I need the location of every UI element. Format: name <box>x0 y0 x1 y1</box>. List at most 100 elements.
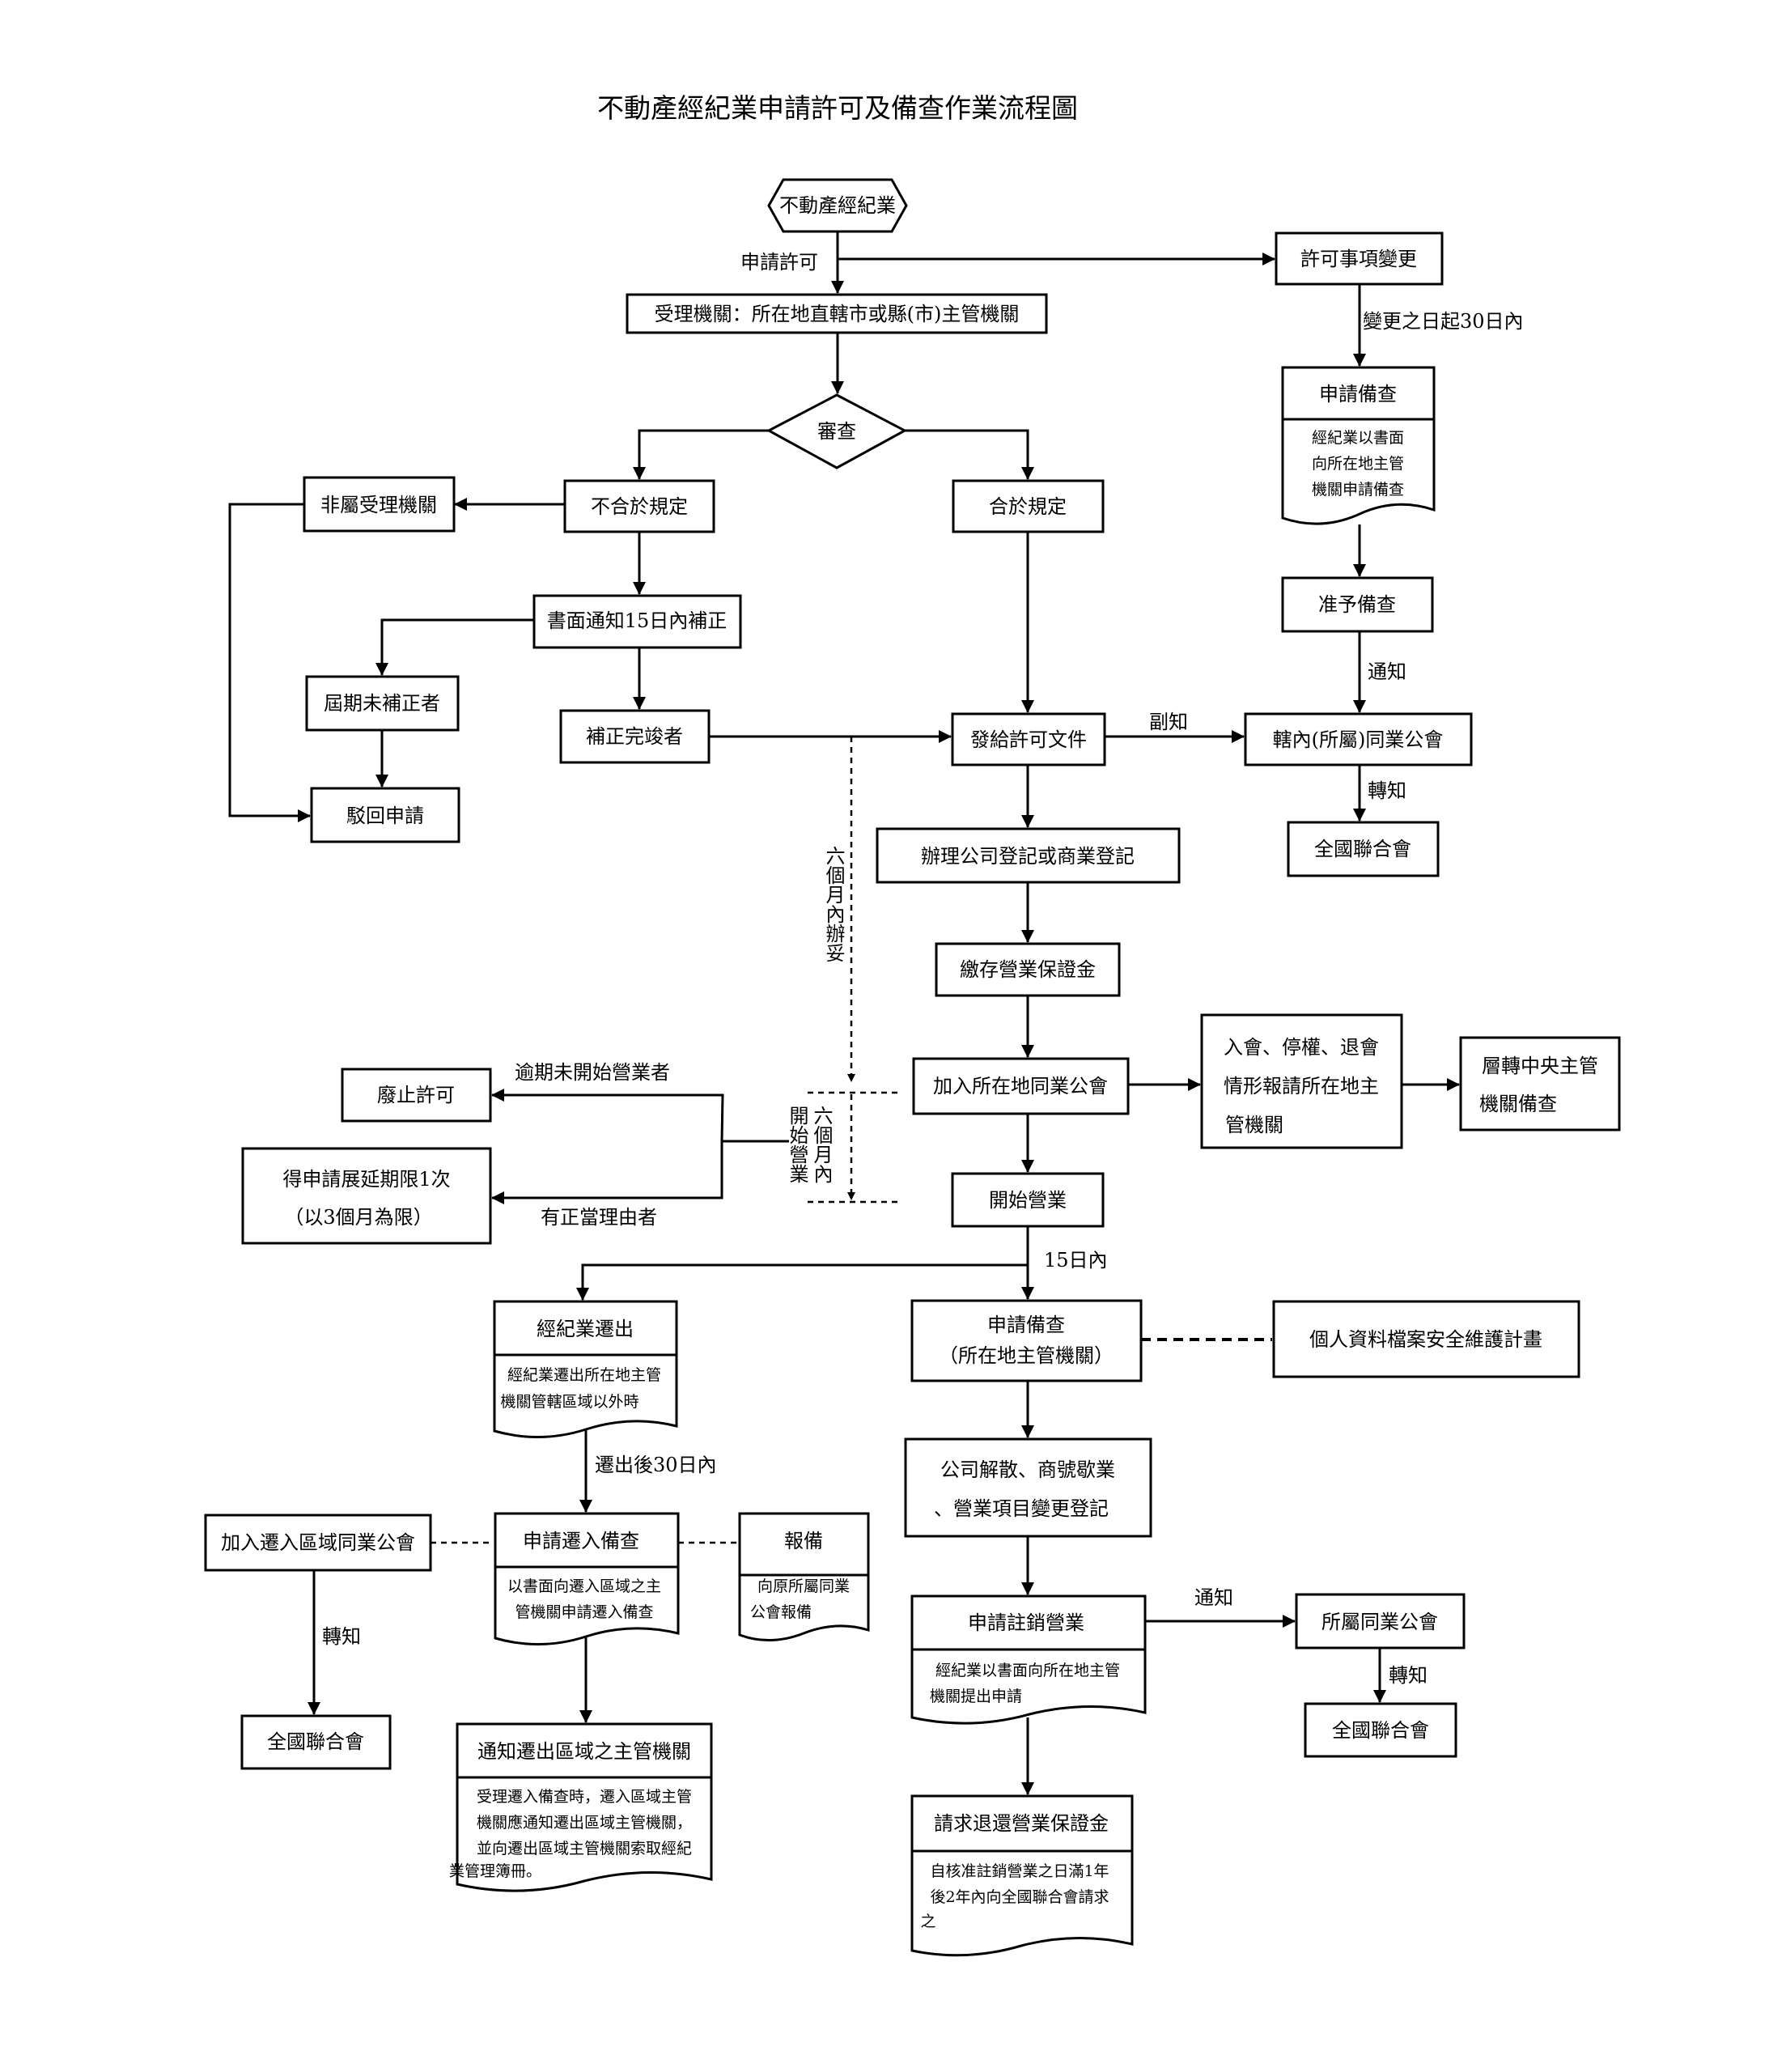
edge-label-forward-a: 轉知 <box>1368 779 1406 802</box>
refund-deposit-note-1: 自核准註銷營業之日滿1年 <box>930 1862 1109 1880</box>
cancel-business-note-2: 機關提出申請 <box>930 1688 1022 1705</box>
relocate-note-1: 經紀業遷出所在地主管 <box>507 1366 661 1384</box>
join-assoc-box: 加入所在地同業公會 <box>912 1057 1130 1115</box>
member-assoc-label: 所屬同業公會 <box>1321 1611 1438 1633</box>
report-label: 報備 <box>784 1530 823 1552</box>
revoke-label: 廢止許可 <box>377 1084 455 1106</box>
approve-filing-label: 准予備查 <box>1318 593 1396 616</box>
non-agency-box: 非屬受理機關 <box>303 476 456 533</box>
edge-label-six-months-b-2: 開始營業 <box>786 1106 808 1183</box>
cancel-business-note-1: 經紀業以書面向所在地主管 <box>935 1662 1120 1679</box>
review-label: 審查 <box>817 420 856 443</box>
join-new-assoc-box: 加入遷入區域同業公會 <box>204 1514 432 1572</box>
national-label-3: 全國聯合會 <box>1332 1719 1429 1742</box>
overdue-fix-label: 屆期未補正者 <box>324 692 440 715</box>
edge-label-forward-c: 轉知 <box>1389 1664 1428 1687</box>
national-label-2: 全國聯合會 <box>267 1730 364 1753</box>
notify-origin-note-3: 並向遷出區域主管機關索取經紀 <box>477 1840 692 1858</box>
apply-filing-1-note-2: 向所在地主管 <box>1312 455 1404 473</box>
fixed-box: 補正完竣者 <box>559 709 711 764</box>
national-box-3: 全國聯合會 <box>1304 1702 1457 1758</box>
agency-box: 受理機關：所在地直轄市或縣(市)主管機關 <box>626 293 1048 334</box>
issue-doc-label: 發給許可文件 <box>970 728 1087 751</box>
apply-filing-1-doc: 申請備查 經紀業以書面 向所在地主管 機關申請備查 <box>1281 366 1436 525</box>
start-node: 不動產經紀業 <box>767 178 908 233</box>
report-note-1: 向原所屬同業 <box>757 1577 850 1595</box>
refund-deposit-doc: 請求退還營業保證金 自核准註銷營業之日滿1年 後2年內向全國聯合會請求 之 <box>910 1794 1134 1957</box>
apply-filing-2-box: 申請備查 （所在地主管機關） <box>910 1299 1143 1382</box>
report-doc: 報備 向原所屬同業 公會報備 <box>738 1512 870 1641</box>
local-assoc-label: 轄內(所屬)同業公會 <box>1273 728 1444 751</box>
edge-label-forward-b: 轉知 <box>322 1625 361 1648</box>
notify-origin-note-2: 機關應通知遷出區域主管機關， <box>477 1813 692 1832</box>
refund-deposit-note-2: 後2年內向全國聯合會請求 <box>930 1888 1109 1906</box>
membership-report-line-1: 入會、停權、退會 <box>1224 1036 1379 1059</box>
edge-label-notify-b: 通知 <box>1194 1586 1233 1609</box>
dissolve-line-2: 、營業項目變更登記 <box>934 1497 1109 1520</box>
start-business-label: 開始營業 <box>989 1189 1067 1212</box>
noncompliant-label: 不合於規定 <box>591 495 688 518</box>
membership-report-line-3: 管機關 <box>1225 1114 1283 1136</box>
national-label-1: 全國聯合會 <box>1314 838 1411 860</box>
reject-label: 駁回申請 <box>346 805 424 827</box>
apply-filing-2-line-1: 申請備查 <box>987 1314 1065 1336</box>
notify-fix-label: 書面通知15日內補正 <box>547 609 728 632</box>
company-reg-box: 辦理公司登記或商業登記 <box>876 827 1181 884</box>
page-title: 不動產經紀業申請許可及備查作業流程圖 <box>597 92 1078 124</box>
membership-report-line-2: 情形報請所在地主 <box>1224 1075 1379 1098</box>
noncompliant-box: 不合於規定 <box>563 479 715 533</box>
edge-label-apply-permit: 申請許可 <box>740 251 818 274</box>
edge-label-six-months-a: 六個月內辦妥 <box>822 846 845 962</box>
cancel-business-doc: 申請註銷營業 經紀業以書面向所在地主管 機關提出申請 <box>910 1594 1147 1725</box>
review-diamond: 審查 <box>766 393 908 469</box>
notify-origin-label: 通知遷出區域之主管機關 <box>477 1740 691 1763</box>
extend-line-1: 得申請展延期限1次 <box>282 1168 450 1191</box>
edge-label-overdue-not-start: 逾期未開始營業者 <box>515 1061 670 1084</box>
non-agency-label: 非屬受理機關 <box>320 494 437 516</box>
fixed-label: 補正完竣者 <box>586 725 683 748</box>
national-box-2: 全國聯合會 <box>240 1714 392 1770</box>
apply-filing-1-note-3: 機關申請備查 <box>1312 481 1404 499</box>
edge-label-six-months-b-1: 六個月內 <box>810 1106 833 1183</box>
revoke-box: 廢止許可 <box>341 1068 492 1123</box>
member-assoc-box: 所屬同業公會 <box>1295 1593 1466 1650</box>
refund-deposit-label: 請求退還營業保證金 <box>934 1812 1109 1835</box>
apply-move-in-note-1: 以書面向遷入區域之主 <box>507 1577 661 1595</box>
report-note-2: 公會報備 <box>750 1603 812 1621</box>
refund-deposit-note-3: 之 <box>920 1913 935 1930</box>
join-new-assoc-label: 加入遷入區域同業公會 <box>221 1531 415 1554</box>
national-box-1: 全國聯合會 <box>1287 821 1440 877</box>
edge-label-within-15: 15日內 <box>1044 1249 1108 1272</box>
privacy-plan-label: 個人資料檔案安全維護計畫 <box>1309 1328 1542 1351</box>
apply-move-in-doc: 申請遷入備查 以書面向遷入區域之主 管機關申請遷入備查 <box>494 1512 680 1646</box>
central-filing-box: 層轉中央主管 機關備查 <box>1459 1036 1621 1132</box>
notify-origin-doc: 通知遷出區域之主管機關 受理遷入備查時，遷入區域主管 機關應通知遷出區域主管機關… <box>449 1722 713 1892</box>
extend-box: 得申請展延期限1次 （以3個月為限） <box>241 1147 492 1245</box>
dissolve-box: 公司解散、商號歇業 、營業項目變更登記 <box>904 1437 1152 1538</box>
agency-label: 受理機關：所在地直轄市或縣(市)主管機關 <box>655 303 1020 325</box>
edge-label-after-move-out: 遷出後30日內 <box>595 1454 717 1476</box>
privacy-plan-box: 個人資料檔案安全維護計畫 <box>1272 1300 1580 1378</box>
edge-labels: 申請許可 變更之日起30日內 通知 副知 轉知 六個月內辦妥 逾期未開始營業者 … <box>322 251 1524 1687</box>
relocate-doc: 經紀業遷出 經紀業遷出所在地主管 機關管轄區域以外時 <box>493 1300 678 1439</box>
extend-line-2: （以3個月為限） <box>284 1206 432 1229</box>
change-item-label: 許可事項變更 <box>1300 248 1417 270</box>
overdue-fix-box: 屆期未補正者 <box>305 675 460 732</box>
connectors <box>228 231 1460 1795</box>
join-assoc-label: 加入所在地同業公會 <box>933 1075 1108 1098</box>
start-node-label: 不動產經紀業 <box>779 194 896 217</box>
apply-filing-1-note-1: 經紀業以書面 <box>1312 429 1404 447</box>
edge-label-change-within: 變更之日起30日內 <box>1363 310 1524 333</box>
reject-box: 駁回申請 <box>310 787 460 843</box>
local-assoc-box: 轄內(所屬)同業公會 <box>1244 712 1473 766</box>
start-business-box: 開始營業 <box>951 1172 1105 1228</box>
apply-move-in-label: 申請遷入備查 <box>523 1530 639 1552</box>
central-filing-line-1: 層轉中央主管 <box>1482 1055 1598 1077</box>
apply-filing-1-label: 申請備查 <box>1319 383 1397 405</box>
compliant-label: 合於規定 <box>989 495 1067 518</box>
issue-doc-box: 發給許可文件 <box>951 712 1106 766</box>
notify-origin-note-1: 受理遷入備查時，遷入區域主管 <box>477 1788 692 1806</box>
edge-label-cc: 副知 <box>1149 711 1188 733</box>
apply-move-in-note-2: 管機關申請遷入備查 <box>515 1603 653 1621</box>
